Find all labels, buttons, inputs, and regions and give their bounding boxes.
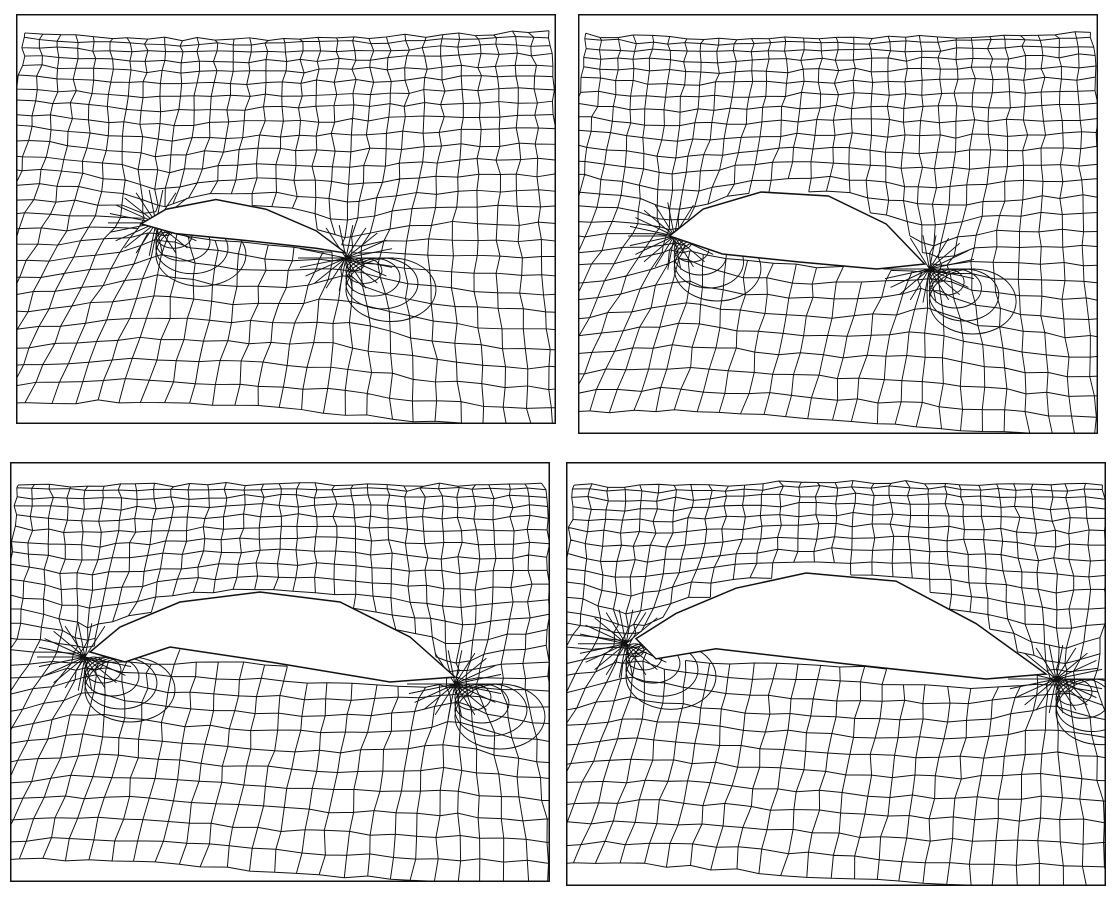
mesh-svg (566, 462, 1106, 886)
panel-frame (16, 14, 556, 424)
mesh-lines (16, 30, 556, 424)
mesh-grid (566, 480, 1106, 886)
mesh-lines (566, 480, 1106, 886)
panel-frame (566, 462, 1106, 886)
leading-edge-cluster (37, 623, 176, 723)
panel-frame (10, 462, 550, 882)
mesh-panel-4 (566, 462, 1106, 886)
airfoil-shape (634, 572, 1049, 680)
leading-edge-cluster (628, 202, 762, 302)
trailing-edge-cluster (298, 225, 437, 322)
airfoil-shape (667, 191, 927, 270)
trailing-edge-cluster (1008, 644, 1106, 746)
trailing-edge-cluster (407, 650, 546, 750)
mesh-grid (10, 482, 550, 882)
leading-edge-cluster (578, 609, 717, 710)
panel-frame (578, 14, 1098, 434)
mesh-panel-2 (578, 14, 1098, 434)
trailing-edge-cluster (883, 235, 1017, 335)
mesh-panel-3 (10, 462, 550, 882)
mesh-panel-1 (16, 14, 556, 424)
mesh-svg (10, 462, 550, 882)
mesh-svg (578, 14, 1098, 434)
mesh-grid (578, 31, 1098, 434)
mesh-lines (10, 482, 550, 882)
mesh-lines (578, 31, 1098, 434)
airfoil-shape (88, 591, 457, 683)
mesh-svg (16, 14, 556, 424)
airfoil-shape (139, 198, 347, 254)
